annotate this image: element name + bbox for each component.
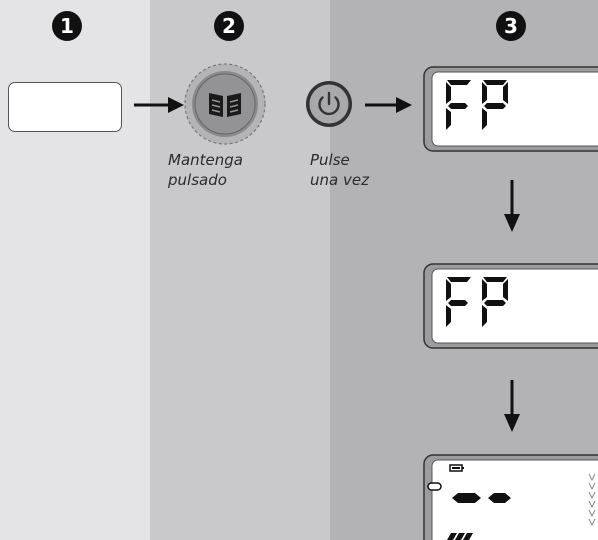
blank-display — [8, 82, 122, 132]
book-button[interactable] — [184, 63, 266, 145]
arrow-down-1 — [504, 180, 520, 232]
caption-hold: Mantenga pulsado — [168, 150, 243, 190]
caption-hold-line-2: pulsado — [168, 171, 227, 189]
step-badge-2: 2 — [214, 11, 244, 41]
arrow-down-2 — [504, 380, 520, 432]
segment-dash-2 — [488, 493, 511, 503]
lcd-display-fp-1 — [423, 66, 598, 152]
depth-chevrons — [588, 473, 596, 527]
level-indicator — [427, 482, 442, 491]
caption-press-line-1: Pulse — [310, 151, 350, 169]
arrow-to-display — [365, 97, 412, 113]
power-icon — [318, 91, 340, 116]
arrow-to-book-button — [134, 97, 184, 113]
step-badge-3: 3 — [496, 11, 526, 41]
step-badge-1: 1 — [52, 11, 82, 41]
caption-press: Pulse una vez — [310, 150, 369, 190]
battery-icon — [449, 464, 464, 472]
signal-bars — [447, 533, 473, 540]
lcd-display-fp-2 — [423, 263, 598, 349]
lcd-display-detector — [423, 454, 598, 540]
display-2-text: FP — [0, 0, 2, 1]
caption-hold-line-1: Mantenga — [168, 151, 243, 169]
segment-dash-1 — [452, 493, 481, 503]
display-1-text: FP — [0, 0, 2, 1]
power-button[interactable] — [306, 81, 352, 127]
book-icon — [209, 93, 241, 117]
caption-press-line-2: una vez — [310, 171, 369, 189]
